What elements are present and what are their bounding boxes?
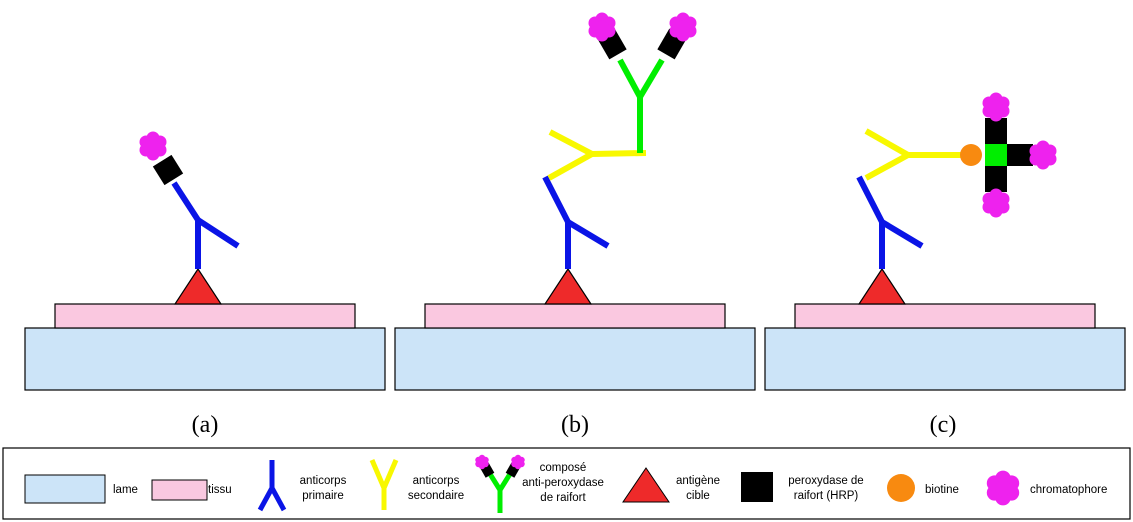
slide-a <box>24 327 386 391</box>
tissue-c <box>794 303 1096 329</box>
legend-compound-label-2: anti-peroxydase <box>522 477 604 489</box>
panel-label-a: (a) <box>192 412 219 438</box>
slide-b <box>394 327 756 391</box>
chromatophore-c-top <box>982 92 1010 122</box>
chromatophore-c-right <box>1029 140 1057 170</box>
primary-antibody-b <box>542 175 610 269</box>
secondary-antibody-c <box>864 128 962 181</box>
legend-primary-label-1: anticorps <box>300 475 347 487</box>
hrp-a <box>152 154 184 186</box>
biotin-c <box>960 144 982 166</box>
legend-compound-label-1: composé <box>540 462 587 474</box>
antigen-b <box>543 267 593 305</box>
legend-compound-label-3: de raifort <box>540 492 586 504</box>
legend-secondary-label-2: secondaire <box>408 490 464 502</box>
legend-primary-antibody-icon <box>257 460 287 512</box>
legend-pap-complex-icon <box>475 454 525 513</box>
avidin-core-c <box>985 144 1007 166</box>
primary-antibody-a <box>171 181 240 269</box>
hrp-c-right <box>1007 144 1033 166</box>
hrp-c-bottom <box>985 166 1007 192</box>
legend-hrp-icon <box>741 472 773 502</box>
panel-b: (b) <box>394 12 756 438</box>
legend-hrp-label-2: raifort (HRP) <box>794 490 859 502</box>
hrp-c-top <box>985 118 1007 144</box>
legend-secondary-label-1: anticorps <box>413 475 460 487</box>
panel-label-b: (b) <box>561 412 589 438</box>
secondary-antibody-b <box>547 129 647 181</box>
legend-biotin-icon <box>887 474 915 502</box>
legend-antigen-label-1: antigène <box>676 475 720 487</box>
legend: lame tissu anticorps primaire anticorps … <box>2 447 1131 520</box>
legend-primary-label-2: primaire <box>302 490 344 502</box>
legend-chromatophore-label: chromatophore <box>1030 484 1107 496</box>
legend-antigen-label-2: cible <box>686 490 710 502</box>
avidin-hrp-complex-c <box>982 92 1057 218</box>
legend-slide-swatch <box>24 474 106 504</box>
legend-tissu-label: tissu <box>208 484 232 496</box>
tissue-b <box>424 303 726 329</box>
legend-antigen-icon <box>622 467 670 503</box>
legend-secondary-antibody-icon <box>369 459 399 510</box>
panel-label-c: (c) <box>930 412 957 438</box>
antigen-c <box>857 267 907 305</box>
primary-antibody-c <box>856 175 924 269</box>
slide-c <box>764 327 1126 391</box>
legend-hrp-label-1: peroxydase de <box>788 475 863 487</box>
chromatophore-a <box>139 131 167 161</box>
panel-c: (c) <box>764 92 1126 438</box>
antigen-a <box>173 267 223 305</box>
legend-tissue-swatch <box>151 479 208 501</box>
tissue-a <box>54 303 356 329</box>
pap-complex-b <box>588 12 697 153</box>
legend-lame-label: lame <box>113 484 138 496</box>
chromatophore-c-bottom <box>982 188 1010 218</box>
panel-a: (a) <box>24 131 386 438</box>
legend-biotin-label: biotine <box>925 484 959 496</box>
